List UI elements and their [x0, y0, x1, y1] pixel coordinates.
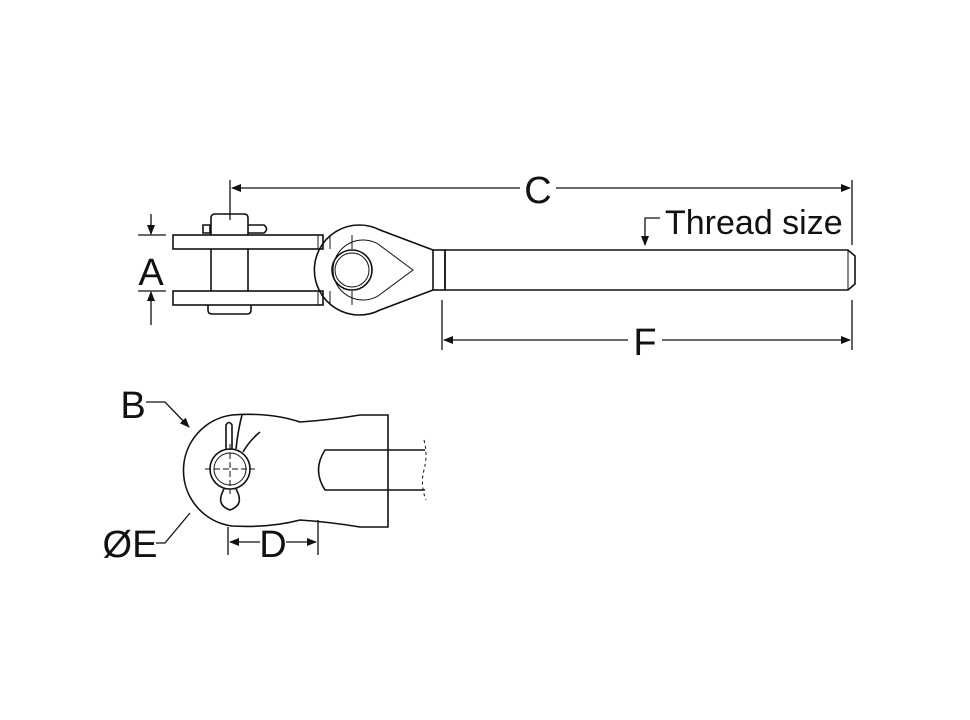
dimension-a-label: A	[138, 252, 164, 294]
dimension-e-label: ØE	[103, 524, 158, 566]
clevis-pin	[207, 213, 252, 315]
dimension-c-label: C	[524, 170, 551, 212]
jaw-upper-plate	[172, 234, 324, 250]
jaw-side-outline	[182, 413, 389, 528]
dimension-d-label: D	[259, 524, 286, 566]
cotter-pin-top	[202, 224, 268, 234]
top-view: C Thread size F A	[138, 170, 856, 364]
dimension-f-label: F	[633, 322, 656, 364]
threaded-rod	[444, 249, 856, 291]
cotter-pin-side	[219, 414, 261, 511]
eye-outline	[313, 224, 434, 316]
dimension-b-label: B	[120, 385, 145, 427]
jaw-lower-plate	[172, 290, 324, 306]
side-view: B ØE D	[103, 385, 427, 566]
thread-size-label: Thread size	[665, 204, 843, 242]
collar	[432, 249, 446, 291]
rod-side	[317, 449, 388, 491]
